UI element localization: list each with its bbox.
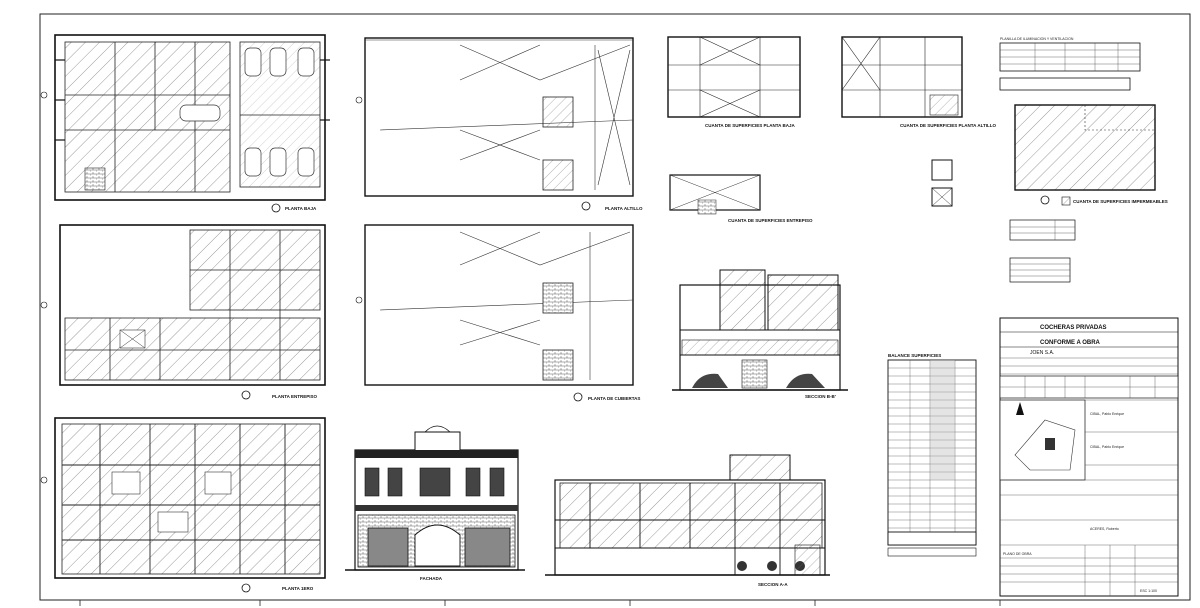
label-surface-entrepiso: CUANTA DE SUPERFICIES ENTREPISO [728, 218, 813, 223]
plan-planta-entrepiso: PLANTA ENTREPISO [59, 224, 326, 400]
plan-planta-altillo: PLANTA ALTILLO [364, 37, 643, 211]
surface-diagram-pb: CUANTA DE SUPERFICIES PLANTA BAJA [667, 36, 801, 128]
label-fachada: FACHADA [420, 576, 443, 581]
label-ventilacion: PLANILLA DE ILUMINACION Y VENTILACION [1000, 37, 1074, 41]
surface-diagram-altillo: CUANTA DE SUPERFICIES PLANTA ALTILLO [841, 36, 996, 207]
balance-table: BALANCE SUPERFICIES [887, 353, 977, 557]
title-block-prof3: ACERES, Roberto [1090, 527, 1119, 531]
title-block-plano: PLANO DE OBRA [1003, 552, 1032, 556]
title-block-status: CONFORME A OBRA [1040, 340, 1101, 346]
plan-planta-cubiertas: PLANTA DE CUBIERTAS [364, 224, 640, 402]
title-block-owner: JOEN S.A. [1030, 350, 1054, 356]
title-block: COCHERAS PRIVADAS CONFORME A OBRA JOEN S… [999, 317, 1179, 597]
title-block-prof2: CIBAL, Pablo Enrique [1090, 445, 1124, 449]
label-planta-cubiertas: PLANTA DE CUBIERTAS [588, 396, 640, 401]
surface-diagram-entrepiso: CUANTA DE SUPERFICIES ENTREPISO [669, 174, 813, 223]
axis-markers [40, 91, 363, 484]
label-seccion-aa: SECCION A-A [758, 582, 788, 587]
label-planta-entrepiso: PLANTA ENTREPISO [272, 394, 318, 399]
label-surface-altillo: CUANTA DE SUPERFICIES PLANTA ALTILLO [900, 123, 996, 128]
plan-planta-alta: PLANTA 1ERO [54, 417, 326, 593]
plan-planta-baja: PLANTA BAJA [54, 34, 330, 213]
section-aa: SECCION A-A [545, 454, 830, 587]
label-surface-pb: CUANTA DE SUPERFICIES PLANTA BAJA [705, 123, 796, 128]
label-surface-impermeables: CUANTA DE SUPERFICIES IMPERMEABLES [1073, 199, 1168, 204]
label-planta-alta: PLANTA 1ERO [282, 586, 314, 591]
title-block-escala: ESC 1:100 [1140, 589, 1157, 593]
label-balance: BALANCE SUPERFICIES [888, 353, 941, 358]
section-bb: SECCION B-B' [672, 269, 848, 399]
impermeable-diagram: CUANTA DE SUPERFICIES IMPERMEABLES [1014, 104, 1168, 206]
label-planta-altillo: PLANTA ALTILLO [605, 206, 643, 211]
impermeable-table [1009, 219, 1076, 283]
title-block-project: COCHERAS PRIVADAS [1040, 325, 1107, 331]
label-seccion-bb: SECCION B-B' [805, 394, 836, 399]
ventilation-table: PLANILLA DE ILUMINACION Y VENTILACION [999, 37, 1141, 91]
elevation-fachada: FACHADA [345, 425, 525, 581]
label-planta-baja: PLANTA BAJA [285, 206, 317, 211]
title-block-prof1: CIBAL, Pablo Enrique [1090, 412, 1124, 416]
